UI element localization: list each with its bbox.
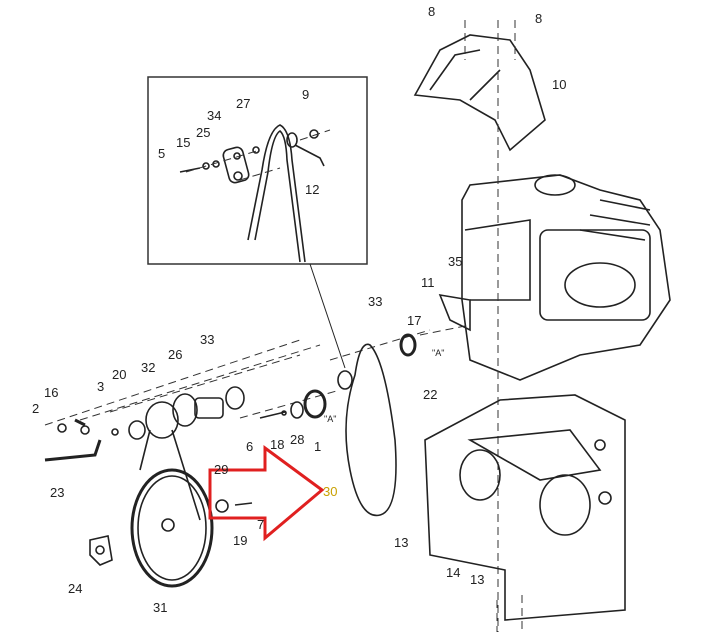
callout-label: 10 <box>552 77 566 92</box>
callout-label: 12 <box>305 182 319 197</box>
callout-label: 33 <box>200 332 214 347</box>
callout-label: 33 <box>368 294 382 309</box>
callout-label: 34 <box>207 108 221 123</box>
callout-label: 27 <box>236 96 250 111</box>
callout-label: 20 <box>112 367 126 382</box>
callout-label: 6 <box>246 439 253 454</box>
frame-plate <box>424 394 626 621</box>
callout-label: 22 <box>423 387 437 402</box>
callout-labels: 8 8 10 9 34 27 25 15 5 12 35 11 33 17 "A… <box>32 4 566 615</box>
pulley-assembly <box>44 293 471 588</box>
callout-label: 2 <box>32 401 39 416</box>
callout-label: 13 <box>470 572 484 587</box>
callout-label: 26 <box>168 347 182 362</box>
highlighted-callout-label: 30 <box>323 484 337 499</box>
callout-label: 24 <box>68 581 82 596</box>
callout-label: 8 <box>428 4 435 19</box>
callout-label: 3 <box>97 379 104 394</box>
inset-belt-guide <box>179 124 331 263</box>
callout-label: 7 <box>257 517 264 532</box>
callout-label: 25 <box>196 125 210 140</box>
callout-label: 16 <box>44 385 58 400</box>
callout-label: 29 <box>214 462 228 477</box>
callout-label: 11 <box>421 275 435 290</box>
callout-label: 19 <box>233 533 247 548</box>
callout-label: 32 <box>141 360 155 375</box>
highlight-arrow <box>208 445 325 542</box>
callout-label: 14 <box>446 565 460 580</box>
callout-label: 8 <box>535 11 542 26</box>
callout-label: 28 <box>290 432 304 447</box>
callout-label: 31 <box>153 600 167 615</box>
callout-label: 5 <box>158 146 165 161</box>
inset-detail-box <box>147 76 368 265</box>
callout-label: 1 <box>314 439 321 454</box>
callout-label: 9 <box>302 87 309 102</box>
callout-label: "A" <box>324 414 336 424</box>
callout-label: 35 <box>448 254 462 269</box>
engine <box>413 34 671 381</box>
callout-label: 13 <box>394 535 408 550</box>
callout-label: "A" <box>432 348 444 358</box>
callout-label: 15 <box>176 135 190 150</box>
callout-label: 18 <box>270 437 284 452</box>
callout-label: 17 <box>407 313 421 328</box>
callout-label: 23 <box>50 485 64 500</box>
